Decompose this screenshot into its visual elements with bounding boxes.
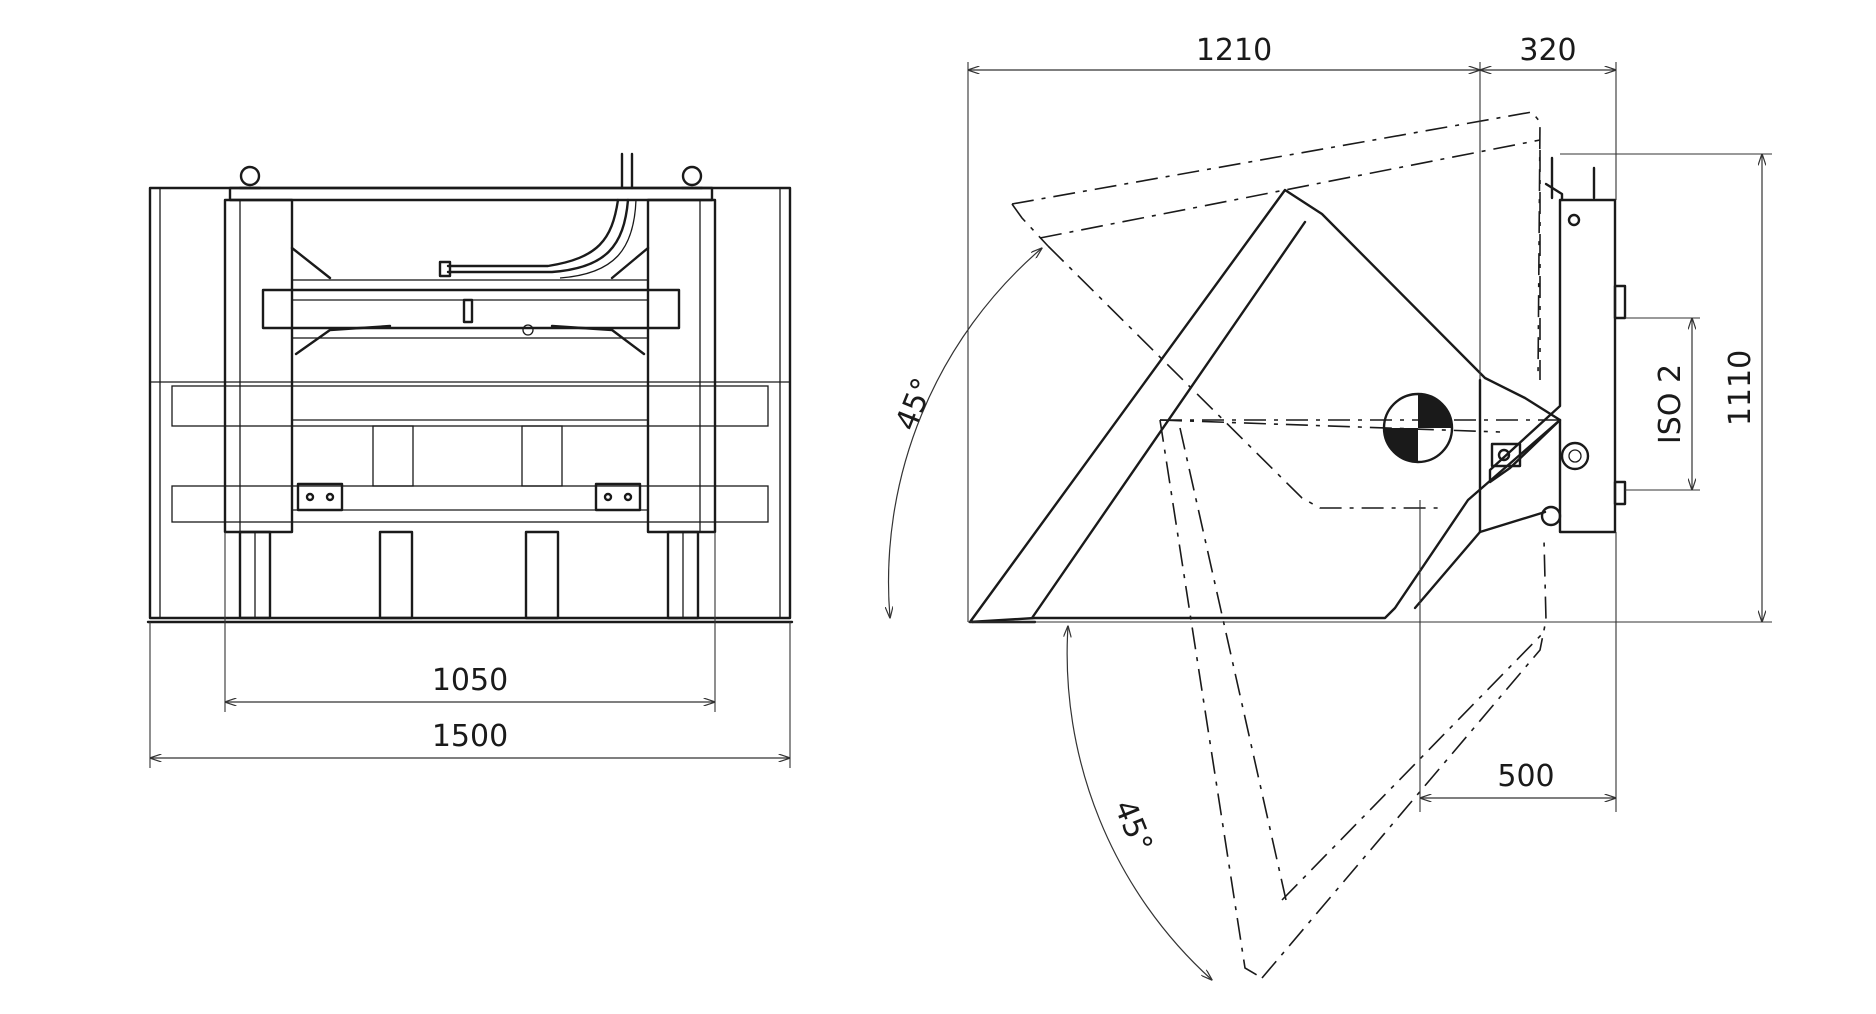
angle-upper: 45°: [889, 373, 941, 435]
mount-plate-left: [223, 198, 294, 534]
dim-height: 1110: [1723, 350, 1758, 426]
angle-lower: 45°: [1107, 795, 1159, 857]
mount-plate-right: [646, 198, 717, 534]
hydraulic-hoses: [438, 152, 637, 336]
pivot-pin: [1560, 441, 1590, 471]
dim-top-length: 1210: [1196, 33, 1272, 68]
side-view: 1210 320 1110 ISO 2 500 45° 45°: [889, 33, 1772, 980]
center-of-gravity-symbol: [1382, 392, 1454, 464]
top-bar: [228, 186, 714, 202]
dim-inner-width: 1050: [432, 663, 508, 698]
phantom-bucket-lowered: [1159, 419, 1547, 979]
coupler-plate: [1488, 156, 1627, 534]
dim-outer-width: 1500: [432, 719, 508, 754]
lifting-eye-right: [680, 165, 704, 190]
bucket-side-profile: [968, 188, 1562, 624]
dim-top-offset: 320: [1519, 33, 1576, 68]
iso-coupler-label: ISO 2: [1653, 364, 1688, 444]
phantom-bucket-raised: [1011, 111, 1560, 509]
bolt-plate-right: [594, 482, 642, 512]
bucket-outer-frame: [148, 186, 792, 620]
lifting-eye-left: [238, 165, 262, 190]
bolt-plate-left: [296, 482, 344, 512]
front-view: 1050 1500: [146, 152, 794, 768]
cross-beam: [261, 288, 681, 330]
pivot-block: [1490, 442, 1522, 468]
dim-bottom-offset: 500: [1497, 759, 1554, 794]
